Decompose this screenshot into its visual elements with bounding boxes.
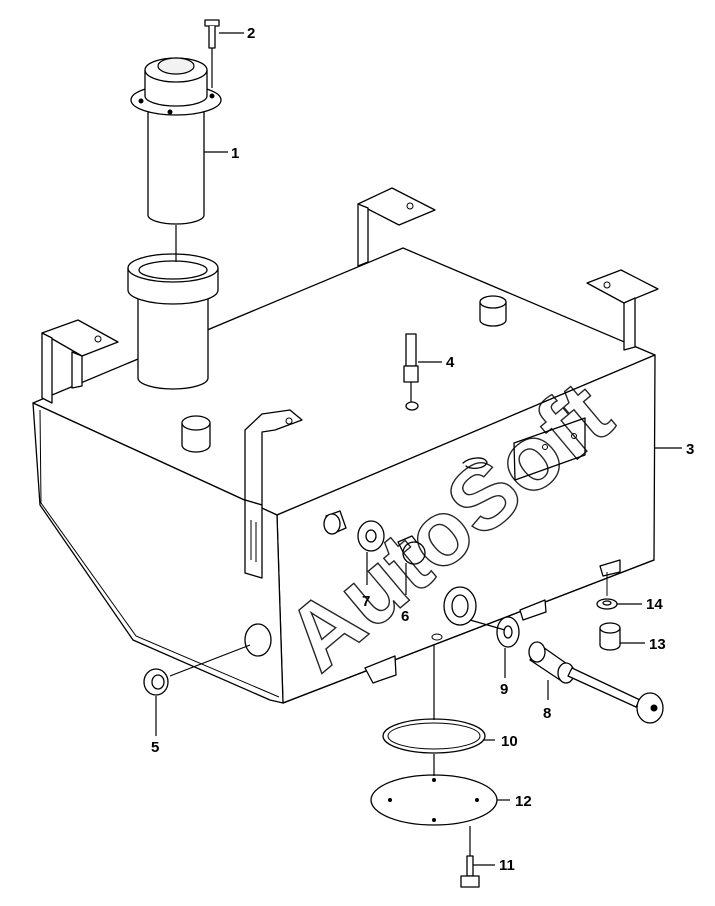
filler-neck [127, 253, 219, 390]
callout-12: 12 [515, 793, 532, 810]
part-cover-plate-12 [370, 754, 510, 826]
part-vent-4 [403, 333, 419, 402]
callout-6: 6 [401, 608, 409, 625]
callout-8: 8 [543, 705, 551, 722]
callout-11: 11 [499, 857, 515, 874]
callout-4: 4 [446, 354, 455, 371]
part-filler-pipe [130, 57, 222, 262]
callout-5: 5 [151, 739, 159, 756]
callout-10: 10 [501, 733, 518, 750]
callout-13: 13 [649, 636, 666, 653]
callout-7: 7 [362, 593, 370, 610]
part-o-ring-10 [382, 645, 495, 754]
part-grommet-5 [143, 644, 251, 736]
part-plug-6 [397, 535, 426, 595]
part-bolt-11 [460, 826, 495, 888]
leader-lines [204, 32, 682, 449]
callout-labels: 1 2 3 4 5 6 7 8 9 10 11 12 13 14 [151, 25, 694, 874]
part-bolt-2 [204, 19, 220, 88]
mounting-brackets [41, 187, 659, 579]
part-washer-14 [596, 572, 642, 610]
tank-body [32, 247, 656, 704]
callout-1: 1 [231, 145, 239, 162]
part-washer-7 [357, 520, 385, 585]
callout-3: 3 [686, 441, 694, 458]
part-sight-gauge-8 [469, 619, 664, 724]
part-washer-9 [496, 616, 520, 678]
callout-9: 9 [500, 681, 508, 698]
callout-2: 2 [247, 25, 255, 42]
callout-14: 14 [646, 596, 663, 613]
part-spacer [323, 510, 347, 535]
part-plug-13 [599, 622, 645, 651]
